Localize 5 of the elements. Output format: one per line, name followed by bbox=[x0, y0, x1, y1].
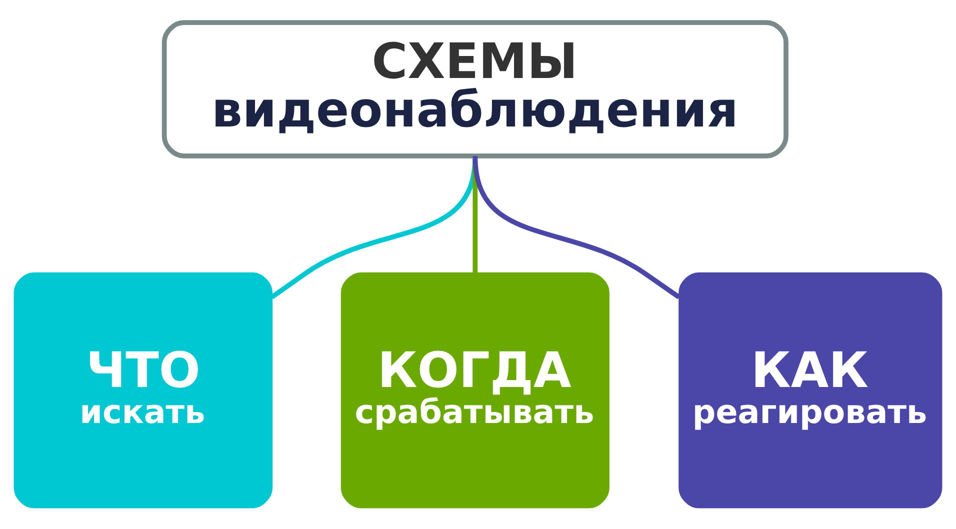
node-box: ЧТО искать bbox=[14, 272, 273, 508]
node-box: КОГДА срабатывать bbox=[340, 272, 610, 508]
node-box: СХЕМЫ видеонаблюдения bbox=[162, 20, 788, 158]
connector bbox=[472, 155, 680, 299]
node-box: КАК реагировать bbox=[678, 272, 942, 508]
